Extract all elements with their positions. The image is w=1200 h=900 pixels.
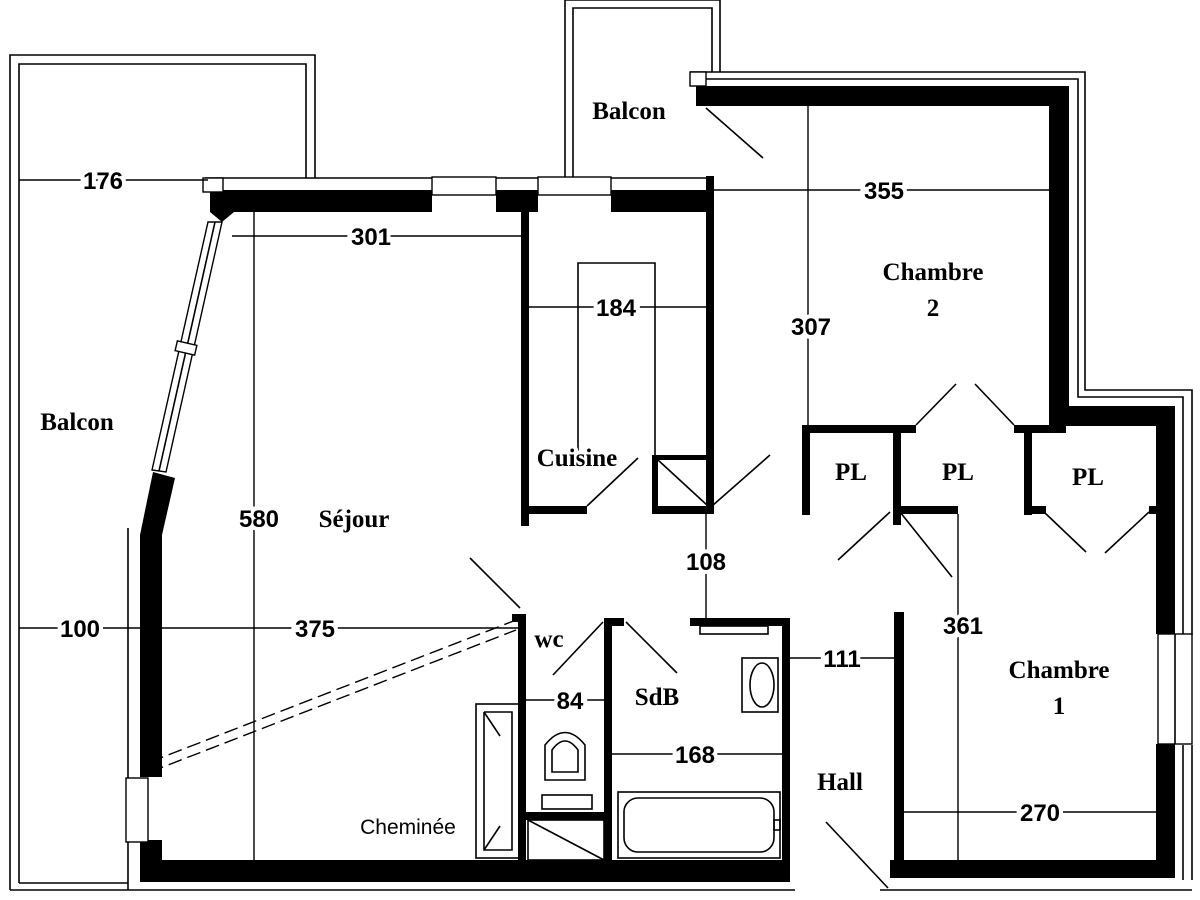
label-chambre1-line2: 1 (1053, 693, 1066, 720)
dim-176: 176 (83, 168, 123, 195)
label-hall: Hall (817, 769, 863, 796)
label-balcon-left: Balcon (40, 409, 114, 436)
label-sdb: SdB (635, 684, 679, 711)
balcony-left-outline (9, 54, 316, 891)
label-pl-1: PL (835, 459, 867, 486)
label-cheminee: Cheminée (360, 816, 456, 839)
dimension-lines (19, 106, 1156, 860)
dim-301: 301 (351, 224, 391, 251)
wc-sink-icon (699, 625, 769, 635)
label-sejour: Séjour (319, 506, 390, 533)
dim-307: 307 (791, 314, 831, 341)
label-chambre2-line1: Chambre (883, 259, 984, 286)
shower-icon (527, 819, 605, 861)
dashed-beam (149, 619, 517, 773)
label-wc: wc (534, 626, 563, 653)
sink-icon (741, 657, 779, 713)
dim-361: 361 (943, 613, 983, 640)
dim-270: 270 (1020, 800, 1060, 827)
fireplace (475, 703, 521, 859)
balcony-top-outline (564, 0, 721, 178)
label-chambre2-line2: 2 (927, 295, 940, 322)
doors (469, 107, 1150, 889)
dim-580: 580 (239, 506, 279, 533)
interior-walls (512, 176, 1159, 882)
bathtub-icon (617, 791, 781, 859)
label-pl-2: PL (942, 459, 974, 486)
dim-355: 355 (864, 178, 904, 205)
label-pl-3: PL (1072, 464, 1104, 491)
dim-375: 375 (295, 616, 335, 643)
dim-184: 184 (596, 295, 637, 322)
dim-84: 84 (557, 688, 584, 715)
label-cuisine: Cuisine (537, 445, 618, 472)
dim-111: 111 (823, 646, 860, 673)
exterior-walls (140, 86, 1175, 882)
toilet-icon (541, 731, 593, 810)
windows (125, 71, 1193, 843)
label-chambre1-line1: Chambre (1009, 657, 1110, 684)
kitchen-counter (577, 262, 656, 455)
dimension-labels: 176 301 184 355 307 580 100 375 108 84 1… (56, 164, 1064, 831)
dim-168: 168 (675, 742, 715, 769)
dim-100: 100 (60, 616, 100, 643)
room-labels: Balcon Balcon Séjour Cuisine Chambre 2 P… (40, 98, 1109, 839)
dim-108: 108 (686, 549, 726, 576)
label-balcon-top: Balcon (592, 98, 666, 125)
